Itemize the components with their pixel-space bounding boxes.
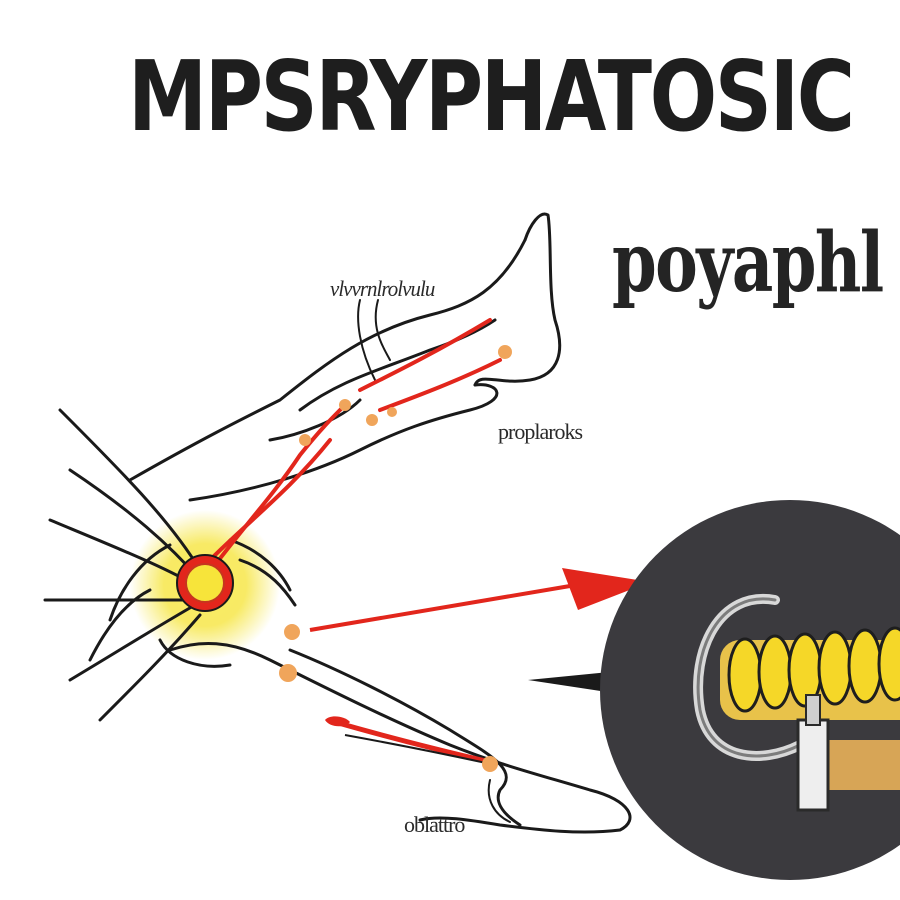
nerve-paths — [198, 318, 502, 765]
knee-joint-inner — [185, 563, 225, 603]
nerve-tip — [325, 716, 350, 727]
nerve-bottom-outline — [344, 734, 496, 766]
middle-label: proplaroks — [498, 419, 583, 444]
bottom-label: oblattro — [404, 812, 465, 837]
diagram-title: MPSRYPHATOSIC — [128, 40, 855, 153]
red-arrow — [309, 568, 650, 632]
joint-markers — [279, 345, 512, 772]
diagram-subtitle: poyaphl — [612, 215, 884, 311]
leg-outline — [43, 212, 632, 834]
inset-content — [693, 593, 900, 812]
top-label: vlvvrnlrolvulu — [330, 276, 435, 301]
